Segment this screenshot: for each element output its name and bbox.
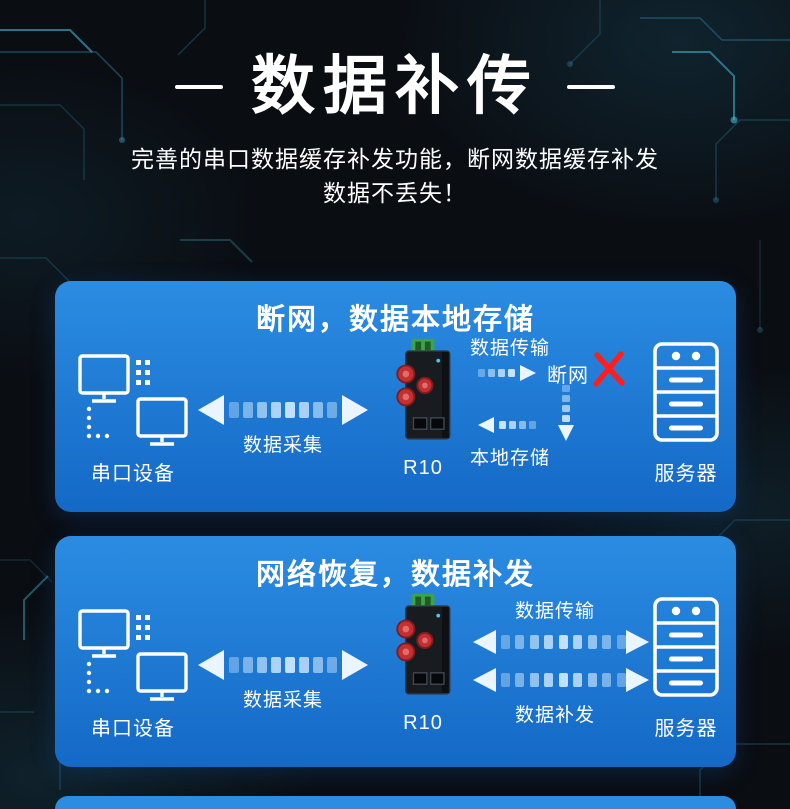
bidirectional-resend-arrow-icon <box>473 666 649 694</box>
header: 数据补传 完善的串口数据缓存补发功能，断网数据缓存补发 数据不丢失！ <box>0 0 790 211</box>
transfer-label: 数据传输 <box>514 601 595 622</box>
r10-device-graphic <box>383 337 463 451</box>
bidirectional-transfer-arrow-icon <box>473 628 649 656</box>
subtitle-line1: 完善的串口数据缓存补发功能，断网数据缓存补发 <box>131 145 659 172</box>
device-label: R10 <box>403 712 443 734</box>
arrow-right-icon <box>478 365 536 381</box>
r10-device-graphic <box>383 592 463 706</box>
serial-devices-icon <box>77 606 189 706</box>
bidirectional-collect-arrow-icon <box>198 648 368 682</box>
server-label: 服务器 <box>654 463 718 485</box>
disconnect-label: 断网 <box>547 365 589 387</box>
panel2-title: 网络恢复，数据补发 <box>255 559 535 591</box>
device-label: R10 <box>403 457 443 479</box>
panel-offline-storage: 断网，数据本地存储 串口设备 <box>55 281 736 512</box>
transfer-label: 数据传输 <box>469 338 550 359</box>
collect-label: 数据采集 <box>242 435 323 456</box>
serial-devices-label: 串口设备 <box>91 718 175 740</box>
serial-devices-icon <box>77 351 189 451</box>
serial-devices-label: 串口设备 <box>91 463 175 485</box>
panel1-title: 断网，数据本地存储 <box>255 304 535 336</box>
title-dash-left <box>175 84 223 89</box>
arrow-down-icon <box>558 385 574 441</box>
next-panel-peek <box>55 796 736 809</box>
subtitle: 完善的串口数据缓存补发功能，断网数据缓存补发 数据不丢失！ <box>0 142 790 211</box>
local-storage-label: 本地存储 <box>469 448 550 469</box>
collect-label: 数据采集 <box>242 690 323 711</box>
disconnect-x-icon <box>591 351 627 387</box>
bidirectional-collect-arrow-icon <box>198 393 368 427</box>
title-row: 数据补传 <box>0 0 790 124</box>
page-title: 数据补传 <box>251 50 539 122</box>
server-icon <box>651 341 721 443</box>
resend-label: 数据补发 <box>514 705 595 726</box>
server-label: 服务器 <box>654 718 718 740</box>
arrow-left-icon <box>478 417 536 433</box>
title-dash-right <box>567 84 615 89</box>
subtitle-line2: 数据不丢失！ <box>323 180 467 207</box>
server-icon <box>651 596 721 698</box>
panel-resend: 网络恢复，数据补发 串口设备 <box>55 536 736 767</box>
